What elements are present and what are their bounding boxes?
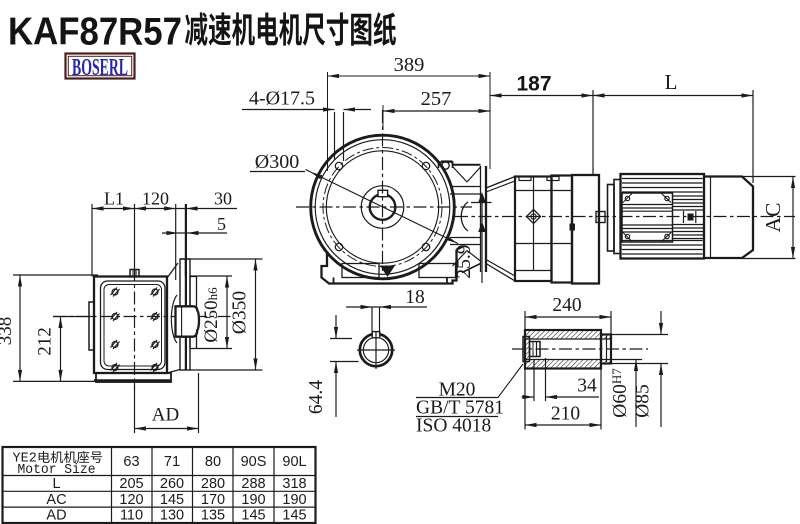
- svg-text:GB/T 5781: GB/T 5781: [416, 398, 504, 419]
- svg-text:YE2: YE2: [13, 452, 37, 467]
- svg-text:318: 318: [282, 476, 306, 492]
- svg-text:Ø250h6: Ø250h6: [201, 287, 222, 343]
- svg-text:135: 135: [201, 508, 225, 524]
- svg-text:63: 63: [123, 454, 139, 470]
- svg-text:190: 190: [241, 492, 265, 508]
- svg-text:ISO 4018: ISO 4018: [416, 416, 491, 437]
- svg-text:80: 80: [205, 454, 221, 470]
- svg-text:BOSERL: BOSERL: [72, 54, 128, 81]
- svg-text:AC: AC: [761, 203, 785, 233]
- svg-text:187: 187: [516, 73, 551, 96]
- svg-text:25.9: 25.9: [454, 244, 475, 278]
- svg-text:64.4: 64.4: [306, 380, 327, 414]
- svg-text:210: 210: [551, 404, 580, 425]
- svg-text:257: 257: [421, 88, 452, 110]
- svg-text:240: 240: [552, 295, 581, 316]
- svg-text:AC: AC: [46, 492, 66, 508]
- svg-text:145: 145: [241, 508, 265, 524]
- svg-text:260: 260: [160, 476, 184, 492]
- svg-text:120: 120: [142, 189, 169, 209]
- svg-text:L: L: [52, 476, 60, 492]
- svg-text:170: 170: [201, 492, 225, 508]
- svg-text:Motor Size: Motor Size: [18, 463, 96, 478]
- svg-text:L: L: [665, 70, 678, 94]
- svg-text:90L: 90L: [282, 454, 306, 470]
- svg-text:190: 190: [282, 492, 306, 508]
- svg-text:71: 71: [164, 454, 180, 470]
- svg-text:AD: AD: [46, 508, 66, 524]
- svg-text:120: 120: [119, 492, 143, 508]
- svg-text:34: 34: [577, 376, 597, 397]
- svg-text:90S: 90S: [241, 454, 267, 470]
- svg-text:4-Ø17.5: 4-Ø17.5: [249, 88, 315, 110]
- svg-text:Ø350: Ø350: [230, 291, 251, 334]
- svg-text:L1: L1: [104, 189, 124, 209]
- svg-text:205: 205: [119, 476, 143, 492]
- svg-text:KAF87R57: KAF87R57: [8, 11, 182, 54]
- svg-text:212: 212: [35, 327, 56, 356]
- svg-text:M20: M20: [439, 380, 476, 401]
- svg-text:18: 18: [405, 287, 425, 308]
- svg-text:110: 110: [120, 508, 143, 524]
- svg-text:30: 30: [214, 189, 232, 209]
- svg-text:338: 338: [0, 317, 16, 346]
- svg-text:280: 280: [201, 476, 225, 492]
- svg-text:145: 145: [282, 508, 306, 524]
- svg-text:288: 288: [241, 476, 265, 492]
- svg-text:145: 145: [160, 492, 184, 508]
- svg-text:389: 389: [394, 54, 425, 76]
- svg-text:Ø85: Ø85: [633, 384, 654, 418]
- svg-text:AD: AD: [152, 405, 179, 426]
- svg-text:Ø300: Ø300: [255, 151, 299, 173]
- svg-text:130: 130: [160, 508, 184, 524]
- svg-text:5: 5: [217, 214, 226, 234]
